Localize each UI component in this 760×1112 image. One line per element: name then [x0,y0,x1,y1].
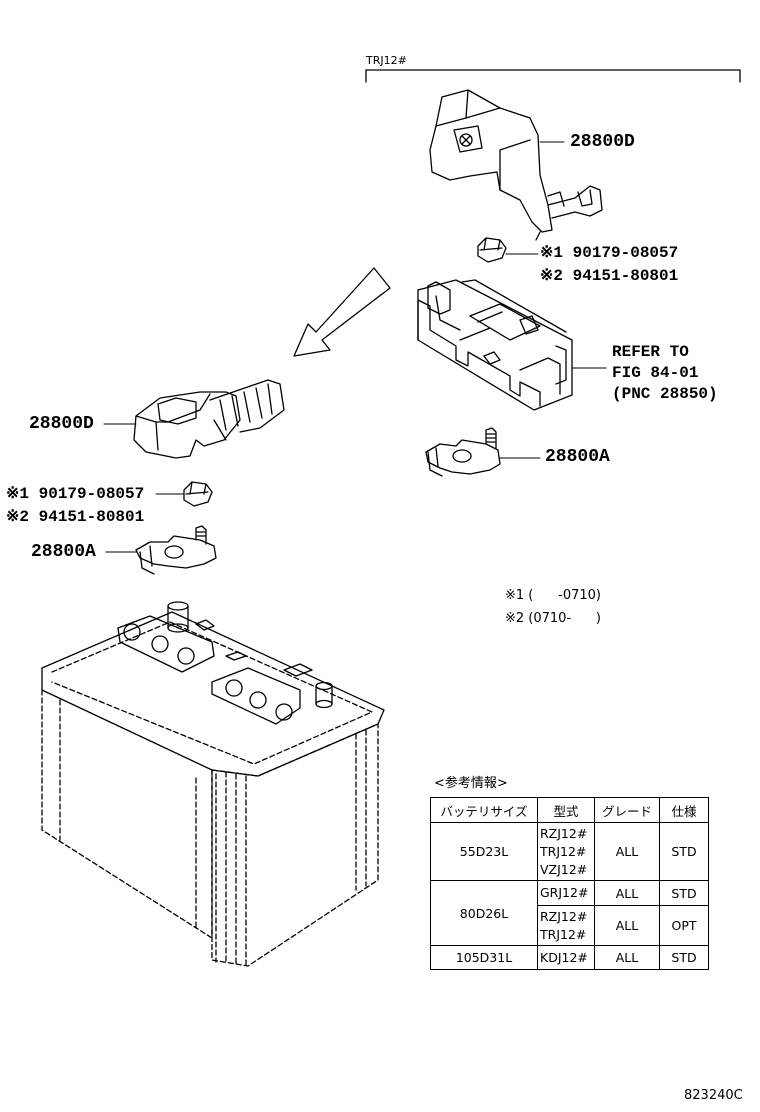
group-bracket [365,69,741,83]
cell-model: TRJ12# [540,843,587,859]
header-battery-size: バッテリサイズ [430,797,538,823]
cell-models: KDJ12# [537,945,595,970]
cell-size: 105D31L [430,945,538,970]
header-spec: 仕様 [659,797,709,823]
part-label-clamp-upper[interactable]: 28800A [545,447,610,467]
table-row: RZJ12# TRJ12# ALL OPT [431,905,709,946]
cell-model: GRJ12# [540,885,589,900]
figure-code: 823240C [684,1088,743,1103]
cell-model: KDJ12# [540,949,588,965]
cell-size: 80D26L [430,880,538,946]
upper-terminal-cover-drawing [429,89,603,241]
table-row: 55D23L RZJ12# TRJ12# VZJ12# ALL STD [430,822,709,881]
upper-nut-drawing [477,237,507,263]
table-title: <参考情報> [434,776,508,791]
battery-drawing [41,601,385,967]
lower-clamp-drawing [135,525,217,575]
part-label-nut-lower-2[interactable]: ※2 94151-80801 [6,508,145,526]
header-grade: グレード [594,797,660,823]
cell-model: RZJ12# [540,908,588,924]
upper-clamp-drawing [425,427,501,477]
leader-lines [103,141,607,553]
note-2: ※2 (0710- ) [505,611,602,626]
cell-models: RZJ12# TRJ12# [537,905,595,946]
cell-model: TRJ12# [540,926,587,942]
cell-grade: ALL [594,945,660,970]
cell-model: RZJ12# [540,825,588,841]
cell-grade: ALL [594,822,660,881]
part-label-nut-upper-2[interactable]: ※2 94151-80801 [540,267,679,285]
battery-size-table: バッテリサイズ 型式 グレード 仕様 55D23L RZJ12# TRJ12# … [430,797,709,970]
cell-spec: STD [659,880,709,906]
cell-spec: STD [659,945,709,970]
group-label: TRJ12# [366,54,407,67]
cell-size: 55D23L [430,822,538,881]
cell-grade: ALL [594,905,660,946]
cell-spec: STD [659,822,709,881]
battery-tray-drawing [417,279,573,411]
refer-line-1[interactable]: REFER TO [612,343,689,361]
part-label-nut-upper-1[interactable]: ※1 90179-08057 [540,244,679,262]
part-label-nut-lower-1[interactable]: ※1 90179-08057 [6,485,145,503]
table-header-row: バッテリサイズ 型式 グレード 仕様 [430,797,709,823]
part-label-cover-upper[interactable]: 28800D [570,132,635,152]
cell-models: GRJ12# [537,880,595,906]
cell-spec: OPT [659,905,709,946]
table-row: 105D31L KDJ12# ALL STD [430,945,709,970]
cell-model: VZJ12# [540,861,588,877]
cell-grade: ALL [594,880,660,906]
cell-models: RZJ12# TRJ12# VZJ12# [537,822,595,881]
lower-nut-drawing [183,481,213,507]
header-model: 型式 [537,797,595,823]
refer-line-3[interactable]: (PNC 28850) [612,385,718,403]
lower-terminal-cover-drawing [133,379,285,459]
direction-arrow-drawing [293,267,391,357]
table-row: 80D26L GRJ12# ALL STD [430,880,709,946]
refer-line-2[interactable]: FIG 84-01 [612,364,699,382]
part-label-clamp-lower[interactable]: 28800A [31,542,96,562]
part-label-cover-lower[interactable]: 28800D [29,414,94,434]
note-1: ※1 ( -0710) [505,588,602,603]
